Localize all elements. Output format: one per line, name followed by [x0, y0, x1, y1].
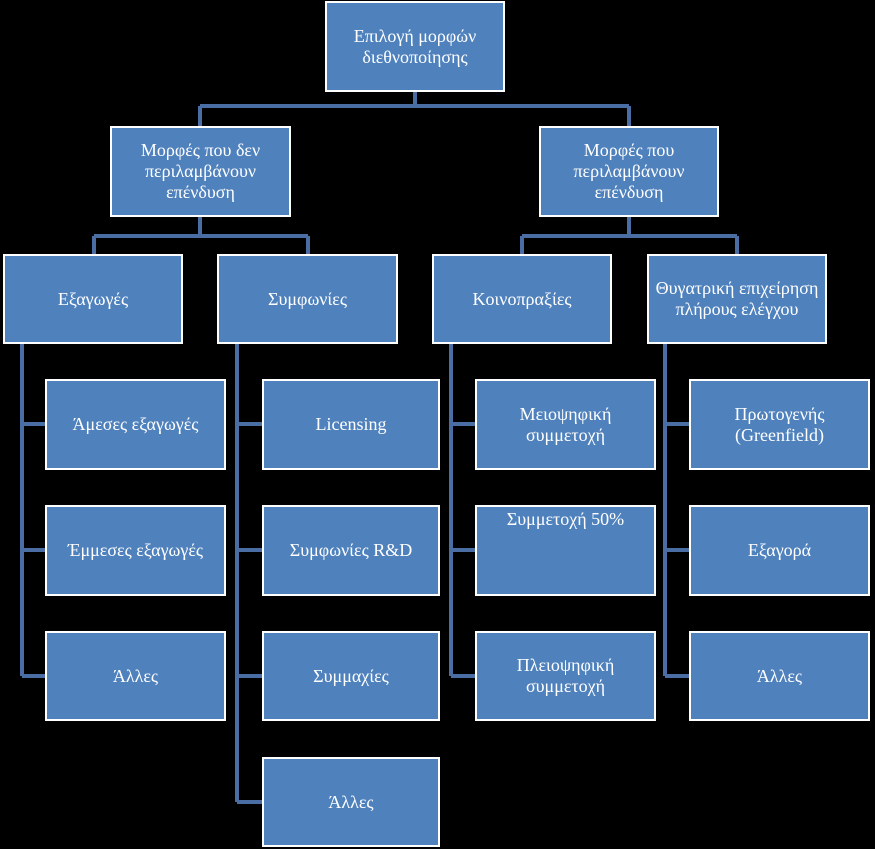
group-label: Εξαγωγές: [57, 288, 129, 309]
item-direct-exports: Άμεσες εξαγωγές: [45, 379, 226, 470]
item-exports-other: Άλλες: [45, 631, 226, 721]
connector-group-agreements: [235, 344, 262, 804]
item-licensing: Licensing: [262, 379, 440, 470]
item-subsidiary-other: Άλλες: [689, 631, 870, 721]
item-label: Εξαγορά: [747, 540, 812, 560]
connector-branch-1-groups: [92, 217, 310, 254]
branch-investment: Μορφές που περιλαμβάνουν επένδυση: [539, 126, 719, 217]
group-joint-ventures: Κοινοπραξίες: [432, 254, 612, 344]
connector-branch-2-groups: [520, 217, 739, 254]
item-fifty-percent-stake: Συμμετοχή 50%: [475, 505, 656, 596]
group-label: Συμφωνίες: [268, 288, 347, 309]
item-majority-stake: Πλειοψηφική συμμετοχή: [475, 631, 656, 721]
item-acquisition: Εξαγορά: [689, 505, 870, 596]
item-label: Licensing: [315, 414, 387, 434]
group-exports: Εξαγωγές: [3, 254, 183, 344]
branch-no-investment: Μορφές που δεν περιλαμβάνουν επένδυση: [110, 126, 291, 217]
item-label: Συμφωνίες R&D: [289, 540, 413, 560]
item-label: Άλλες: [756, 665, 803, 686]
connector-group-exports: [20, 344, 45, 678]
branch-label: Μορφές που δεν περιλαμβάνουν επένδυση: [140, 140, 261, 202]
root-label: Επιλογή μορφών διεθνοποίησης: [353, 25, 477, 67]
item-label: Μειοψηφική συμμετοχή: [519, 403, 612, 445]
item-alliances: Συμμαχίες: [262, 631, 440, 721]
item-label: Άλλες: [112, 665, 159, 686]
item-indirect-exports: Έμμεσες εξαγωγές: [45, 505, 226, 596]
group-label: Θυγατρική επιχείρηση πλήρους ελέγχου: [655, 278, 819, 319]
group-subsidiary: Θυγατρική επιχείρηση πλήρους ελέγχου: [647, 254, 827, 344]
item-minority-stake: Μειοψηφική συμμετοχή: [475, 379, 656, 470]
root-node: Επιλογή μορφών διεθνοποίησης: [325, 1, 505, 92]
item-label: Άμεσες εξαγωγές: [72, 414, 199, 434]
group-agreements: Συμφωνίες: [217, 254, 398, 344]
item-agreements-other: Άλλες: [262, 757, 440, 847]
connector-group-subsidiary: [663, 344, 689, 678]
group-label: Κοινοπραξίες: [472, 288, 572, 309]
item-rnd-agreements: Συμφωνίες R&D: [262, 505, 440, 596]
item-greenfield: Πρωτογενής (Greenfield): [689, 379, 870, 470]
item-label: Πλειοψηφική συμμετοχή: [516, 655, 615, 696]
item-label: Άλλες: [328, 791, 374, 812]
item-label: Πρωτογενής (Greenfield): [734, 403, 825, 445]
branch-label: Μορφές που περιλαμβάνουν επένδυση: [573, 140, 685, 202]
item-label: Συμμαχίες: [313, 665, 389, 686]
connector-group-joint-ventures: [449, 344, 475, 678]
connector-root-branches: [198, 92, 631, 126]
item-label: Έμμεσες εξαγωγές: [67, 540, 204, 560]
item-label: Συμμετοχή 50%: [506, 509, 625, 529]
